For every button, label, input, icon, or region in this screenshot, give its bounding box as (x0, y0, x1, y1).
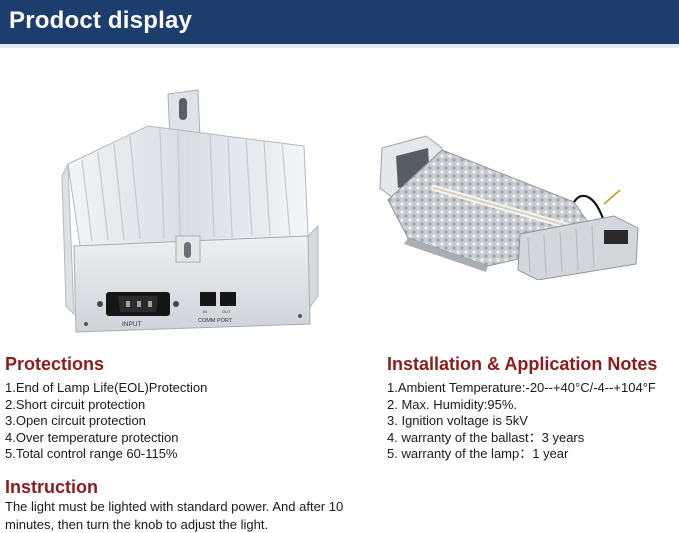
list-item: 4. warranty of the ballast：3 years (387, 429, 585, 445)
input-label: INPUT (122, 321, 142, 328)
fixture-photo (379, 135, 639, 280)
list-item: 2. Max. Humidity:95%. (387, 396, 518, 412)
comm-port-label: COMM PORT (198, 318, 233, 324)
list-item: 1.End of Lamp Life(EOL)Protection (5, 380, 208, 395)
in-label: IN (203, 309, 207, 314)
list-item: 5. warranty of the lamp：1 year (387, 446, 569, 461)
list-item: 3. Ignition voltage is 5kV (387, 413, 528, 428)
list-item: 4.Over temperature protection (5, 429, 179, 445)
list-item: 3.Open circuit protection (5, 413, 146, 428)
instruction-heading: Instruction (5, 477, 98, 497)
page-title: Prodoct display (9, 7, 193, 34)
protections-heading: Protections (5, 354, 105, 374)
header-banner: Prodoct display (0, 0, 679, 44)
protections-list: 1.End of Lamp Life(EOL)Protection 2.Shor… (5, 380, 207, 463)
out-label: OUT (222, 309, 231, 314)
header-divider (0, 44, 679, 48)
list-item: 2.Short circuit protection (5, 396, 146, 412)
list-item: 5.Total control range 60-115% (5, 446, 178, 461)
instruction-text: The light must be lighted with standard … (5, 499, 344, 532)
installation-notes-heading: Installation & Application Notes (387, 354, 658, 374)
list-item: 1.Ambient Temperature:-20--+40°C/-4--+10… (387, 380, 656, 395)
ballast-photo: INPUT IN OUT COMM PORT (61, 89, 319, 333)
installation-notes-list: 1.Ambient Temperature:-20--+40°C/-4--+10… (387, 380, 656, 463)
